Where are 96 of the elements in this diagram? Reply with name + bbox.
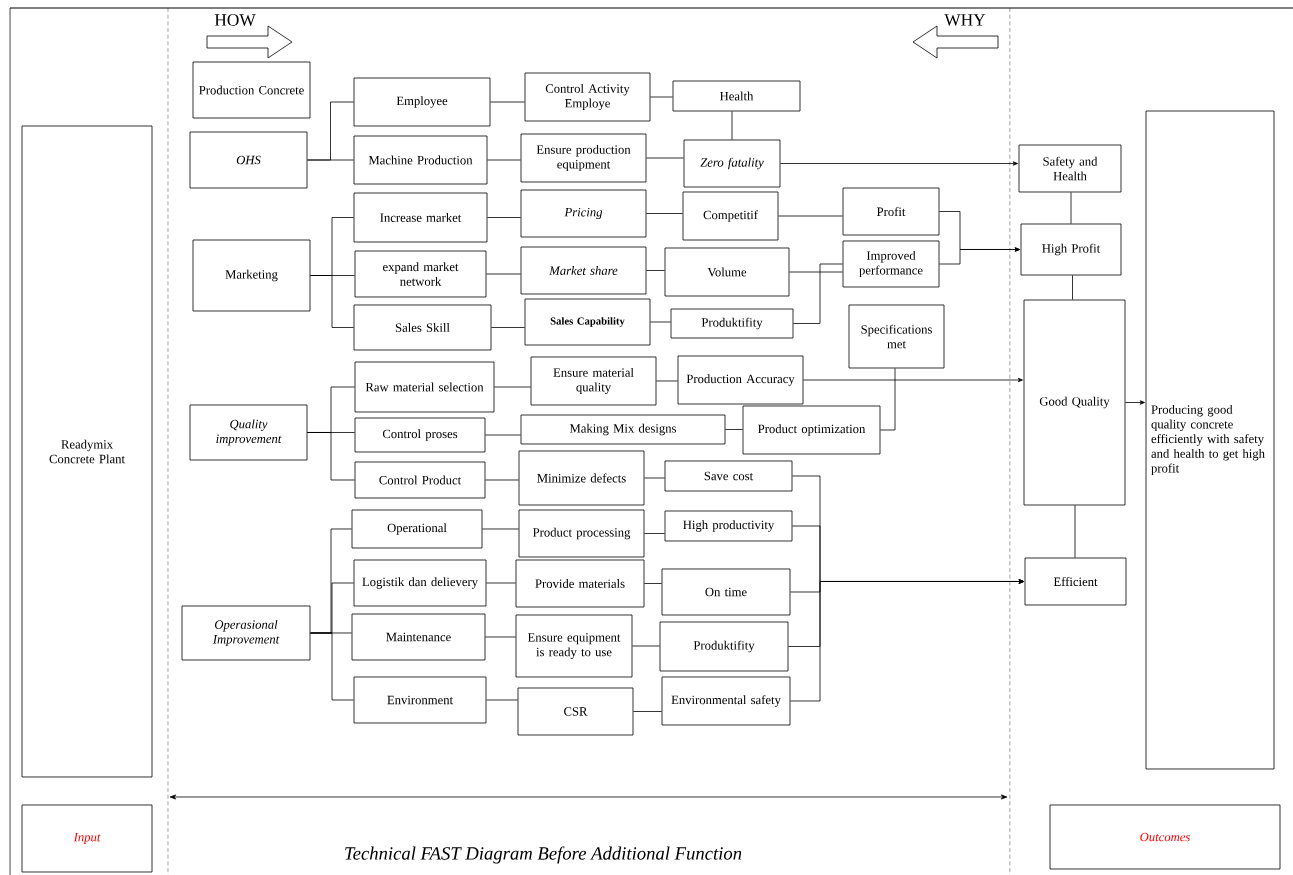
function-box: Readymix Concrete Plant	[21, 125, 153, 778]
function-box: On time	[661, 568, 791, 616]
connector-line	[310, 632, 354, 701]
caption: Technical FAST Diagram Before Additional Function	[345, 846, 742, 864]
function-box: Environment	[353, 676, 487, 724]
function-box: Efficient	[1024, 557, 1127, 606]
function-box: High productivity	[664, 510, 793, 542]
function-box: Marketing	[192, 239, 311, 312]
function-box: Specifications met	[848, 304, 945, 369]
function-box: Competitif	[682, 191, 779, 241]
function-box: Produktifity	[670, 308, 794, 339]
function-box: Control proses	[354, 417, 486, 453]
function-box: Zero fatality	[683, 139, 781, 188]
direction-label: WHY	[944, 14, 986, 26]
connector-line	[789, 271, 843, 273]
connector-line	[482, 528, 519, 530]
function-box: Quality improvement	[189, 404, 308, 461]
connector-line	[487, 159, 521, 161]
function-box: Outcomes	[1049, 804, 1281, 870]
function-box: Making Mix designs	[520, 414, 726, 445]
function-box: Good Quality	[1023, 299, 1126, 506]
function-box: Ensure production equipment	[520, 133, 647, 183]
arrow	[803, 377, 1023, 383]
function-box: Minimize defects	[518, 450, 645, 506]
connector-line	[778, 215, 843, 217]
connector-line	[310, 275, 354, 328]
connector-line	[656, 380, 678, 382]
function-box: Sales Capability	[524, 298, 651, 346]
function-box: Control Product	[354, 461, 486, 499]
connector-line	[486, 582, 516, 584]
function-box: Market share	[520, 246, 647, 295]
connector-line	[646, 270, 665, 271]
connector-line	[486, 699, 518, 701]
arrow	[939, 247, 1020, 265]
connector-line	[731, 111, 733, 140]
function-box: Producing good quality concrete efficiently with safety and health to get high profit	[1145, 110, 1275, 770]
function-box: Input	[21, 804, 153, 873]
function-box: Provide materials	[515, 559, 645, 608]
function-box: Ensure equipment is ready to use	[515, 614, 633, 678]
connector-line	[494, 386, 531, 388]
function-box: Employee	[353, 77, 491, 127]
function-box: Maintenance	[351, 613, 486, 661]
function-box: Product optimization	[742, 405, 881, 455]
connector-line	[1070, 192, 1072, 224]
connector-line	[650, 321, 671, 323]
connector-line	[307, 432, 355, 481]
function-box: Machine Production	[353, 135, 488, 185]
function-box: OHS	[189, 131, 308, 189]
connector-line	[725, 429, 743, 430]
connector-line	[491, 327, 525, 328]
function-box: Improved performance	[842, 240, 940, 288]
connector-line	[646, 213, 683, 214]
connector-line	[485, 636, 516, 638]
connector-line	[644, 533, 665, 534]
arrow	[790, 579, 1024, 702]
function-box: Operational	[351, 509, 483, 549]
connector-line	[633, 711, 662, 712]
function-box: Environmental safety	[661, 676, 791, 726]
arrow	[1125, 400, 1145, 405]
function-box: Production Concrete	[192, 61, 311, 119]
function-box: Production Accuracy	[677, 355, 804, 405]
function-box: Logistik dan delievery	[353, 559, 487, 607]
connector-line	[487, 217, 521, 218]
direction-label: HOW	[214, 14, 256, 26]
function-box: Sales Skill	[353, 304, 492, 351]
function-box: Product processing	[518, 509, 645, 558]
connector-line	[644, 477, 665, 479]
function-box: High Profit	[1020, 223, 1122, 276]
function-box: Volume	[664, 247, 790, 297]
connector-line	[307, 159, 354, 161]
connector-line	[1072, 275, 1073, 300]
connector-line	[490, 101, 525, 103]
connector-line	[793, 263, 843, 324]
function-box: Save cost	[664, 460, 793, 492]
function-box: Pricing	[520, 189, 647, 238]
connector-line	[1074, 505, 1076, 558]
function-box: CSR	[517, 687, 634, 736]
function-box: Raw material selection	[354, 361, 495, 413]
connector-line	[880, 368, 896, 431]
function-box: Produktifity	[659, 621, 789, 672]
function-box: Health	[672, 80, 801, 112]
function-box: Profit	[842, 187, 940, 236]
arrow	[780, 161, 1018, 166]
connector-line	[632, 645, 660, 647]
function-box: Safety and Health	[1018, 144, 1122, 193]
function-box: expand market network	[354, 250, 487, 298]
function-box: Ensure material quality	[530, 356, 657, 406]
connector-line	[650, 96, 673, 98]
connector-line	[486, 273, 521, 275]
connector-line	[644, 583, 662, 584]
function-box: Operasional Improvement	[181, 605, 311, 661]
connector-line	[485, 434, 521, 436]
connector-line	[646, 157, 684, 159]
function-box: Control Activity Employe	[524, 72, 651, 122]
function-box: Increase market	[353, 192, 488, 243]
connector-line	[485, 479, 519, 481]
